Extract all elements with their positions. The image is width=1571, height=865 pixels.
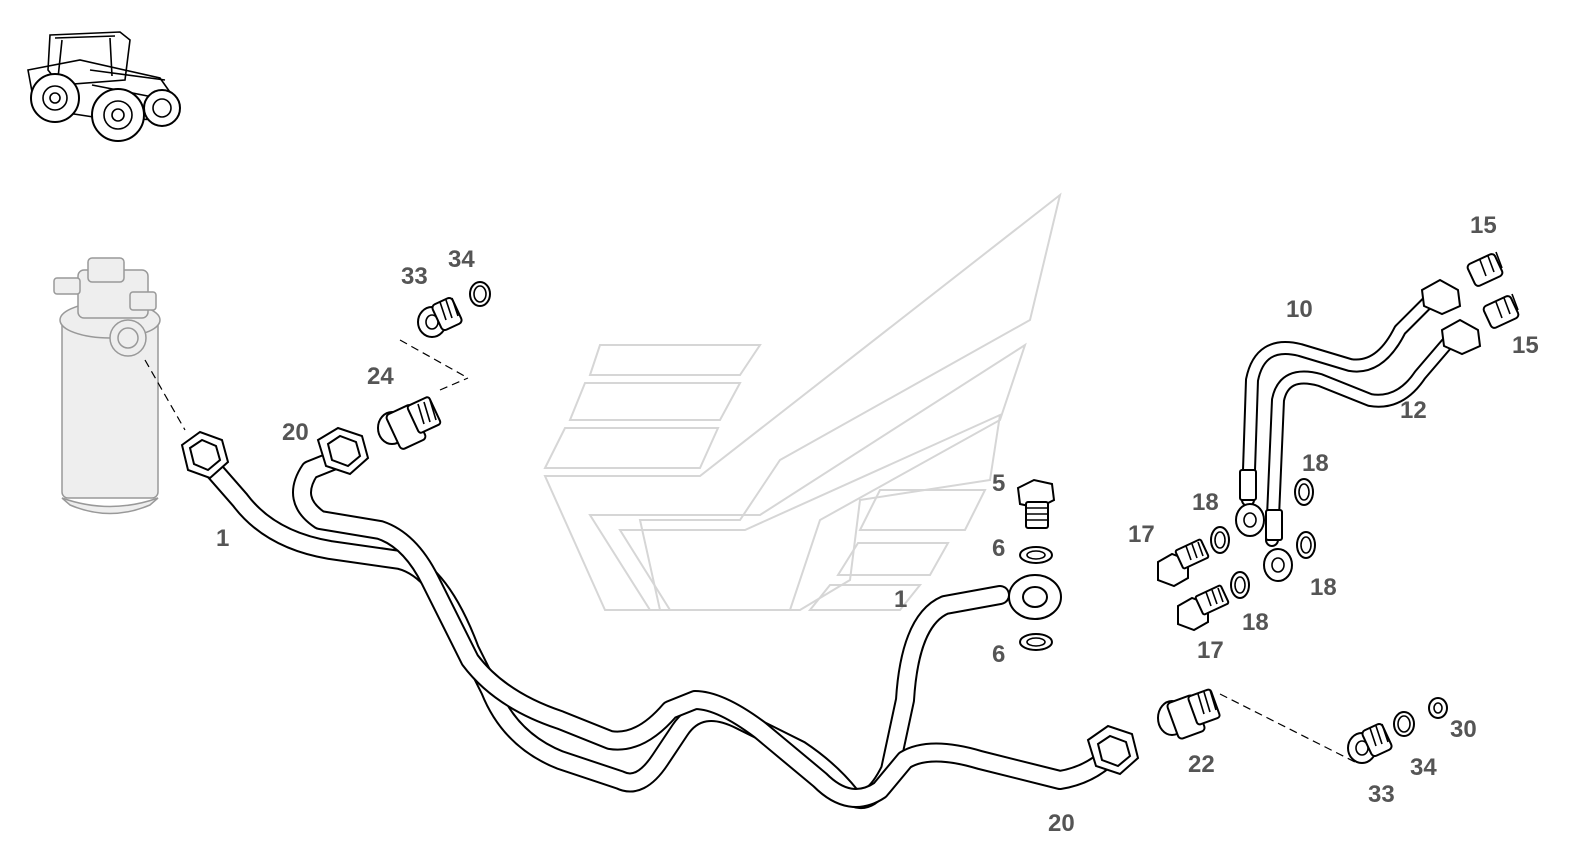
label-item-33-top: 33 [401, 263, 428, 290]
label-item-33-bottom: 33 [1368, 781, 1395, 808]
label-item-6-bottom: 6 [992, 641, 1005, 668]
fitting-15-right [1482, 293, 1520, 329]
label-item-18-c: 18 [1310, 574, 1337, 601]
banjo-bolt-17-bottom [1177, 584, 1230, 632]
label-item-10: 10 [1286, 296, 1313, 323]
label-item-5: 5 [992, 470, 1005, 497]
label-item-18-d: 18 [1242, 609, 1269, 636]
oil-filter [53, 257, 186, 515]
ring-34-bottom [1393, 711, 1415, 737]
washer-18-a [1210, 526, 1230, 554]
washer-18-d [1230, 571, 1250, 599]
adapter-24 [377, 339, 469, 450]
watermark-logo [543, 192, 1062, 611]
label-item-24: 24 [367, 363, 394, 390]
label-item-22: 22 [1188, 751, 1215, 778]
cap-30 [1428, 697, 1448, 719]
label-item-15-top: 15 [1470, 212, 1497, 239]
banjo-bolt-17-top [1157, 538, 1210, 588]
fitting-15-top [1466, 251, 1504, 287]
label-item-18-a: 18 [1192, 489, 1219, 516]
adapter-22 [1157, 688, 1356, 763]
tractor-icon [27, 31, 181, 142]
label-item-17-top: 17 [1128, 521, 1155, 548]
hose-12 [1263, 318, 1482, 582]
label-item-20-top: 20 [282, 419, 309, 446]
washer-6-bottom [1019, 633, 1053, 651]
label-item-6-top: 6 [992, 535, 1005, 562]
label-item-17-bottom: 17 [1197, 637, 1224, 664]
plug-33-top [417, 296, 463, 338]
label-item-12: 12 [1400, 397, 1427, 424]
hose-10 [1235, 278, 1462, 537]
label-pipe-1-center: 1 [894, 586, 907, 613]
label-item-20-bottom: 20 [1048, 810, 1075, 837]
washer-18-b [1294, 478, 1314, 506]
plug-33-bottom [1347, 722, 1393, 764]
label-item-30: 30 [1450, 716, 1477, 743]
washer-18-c [1296, 531, 1316, 559]
label-item-34-bottom: 34 [1410, 754, 1437, 781]
pipe-20 [292, 426, 1140, 808]
banjo-bolt-5 [1016, 478, 1056, 529]
label-item-18-b: 18 [1302, 450, 1329, 477]
ring-34-top [469, 281, 491, 307]
label-item-15-right: 15 [1512, 332, 1539, 359]
washer-6-top [1019, 546, 1053, 564]
label-item-34-top: 34 [448, 246, 475, 273]
label-pipe-1-left: 1 [216, 525, 229, 552]
